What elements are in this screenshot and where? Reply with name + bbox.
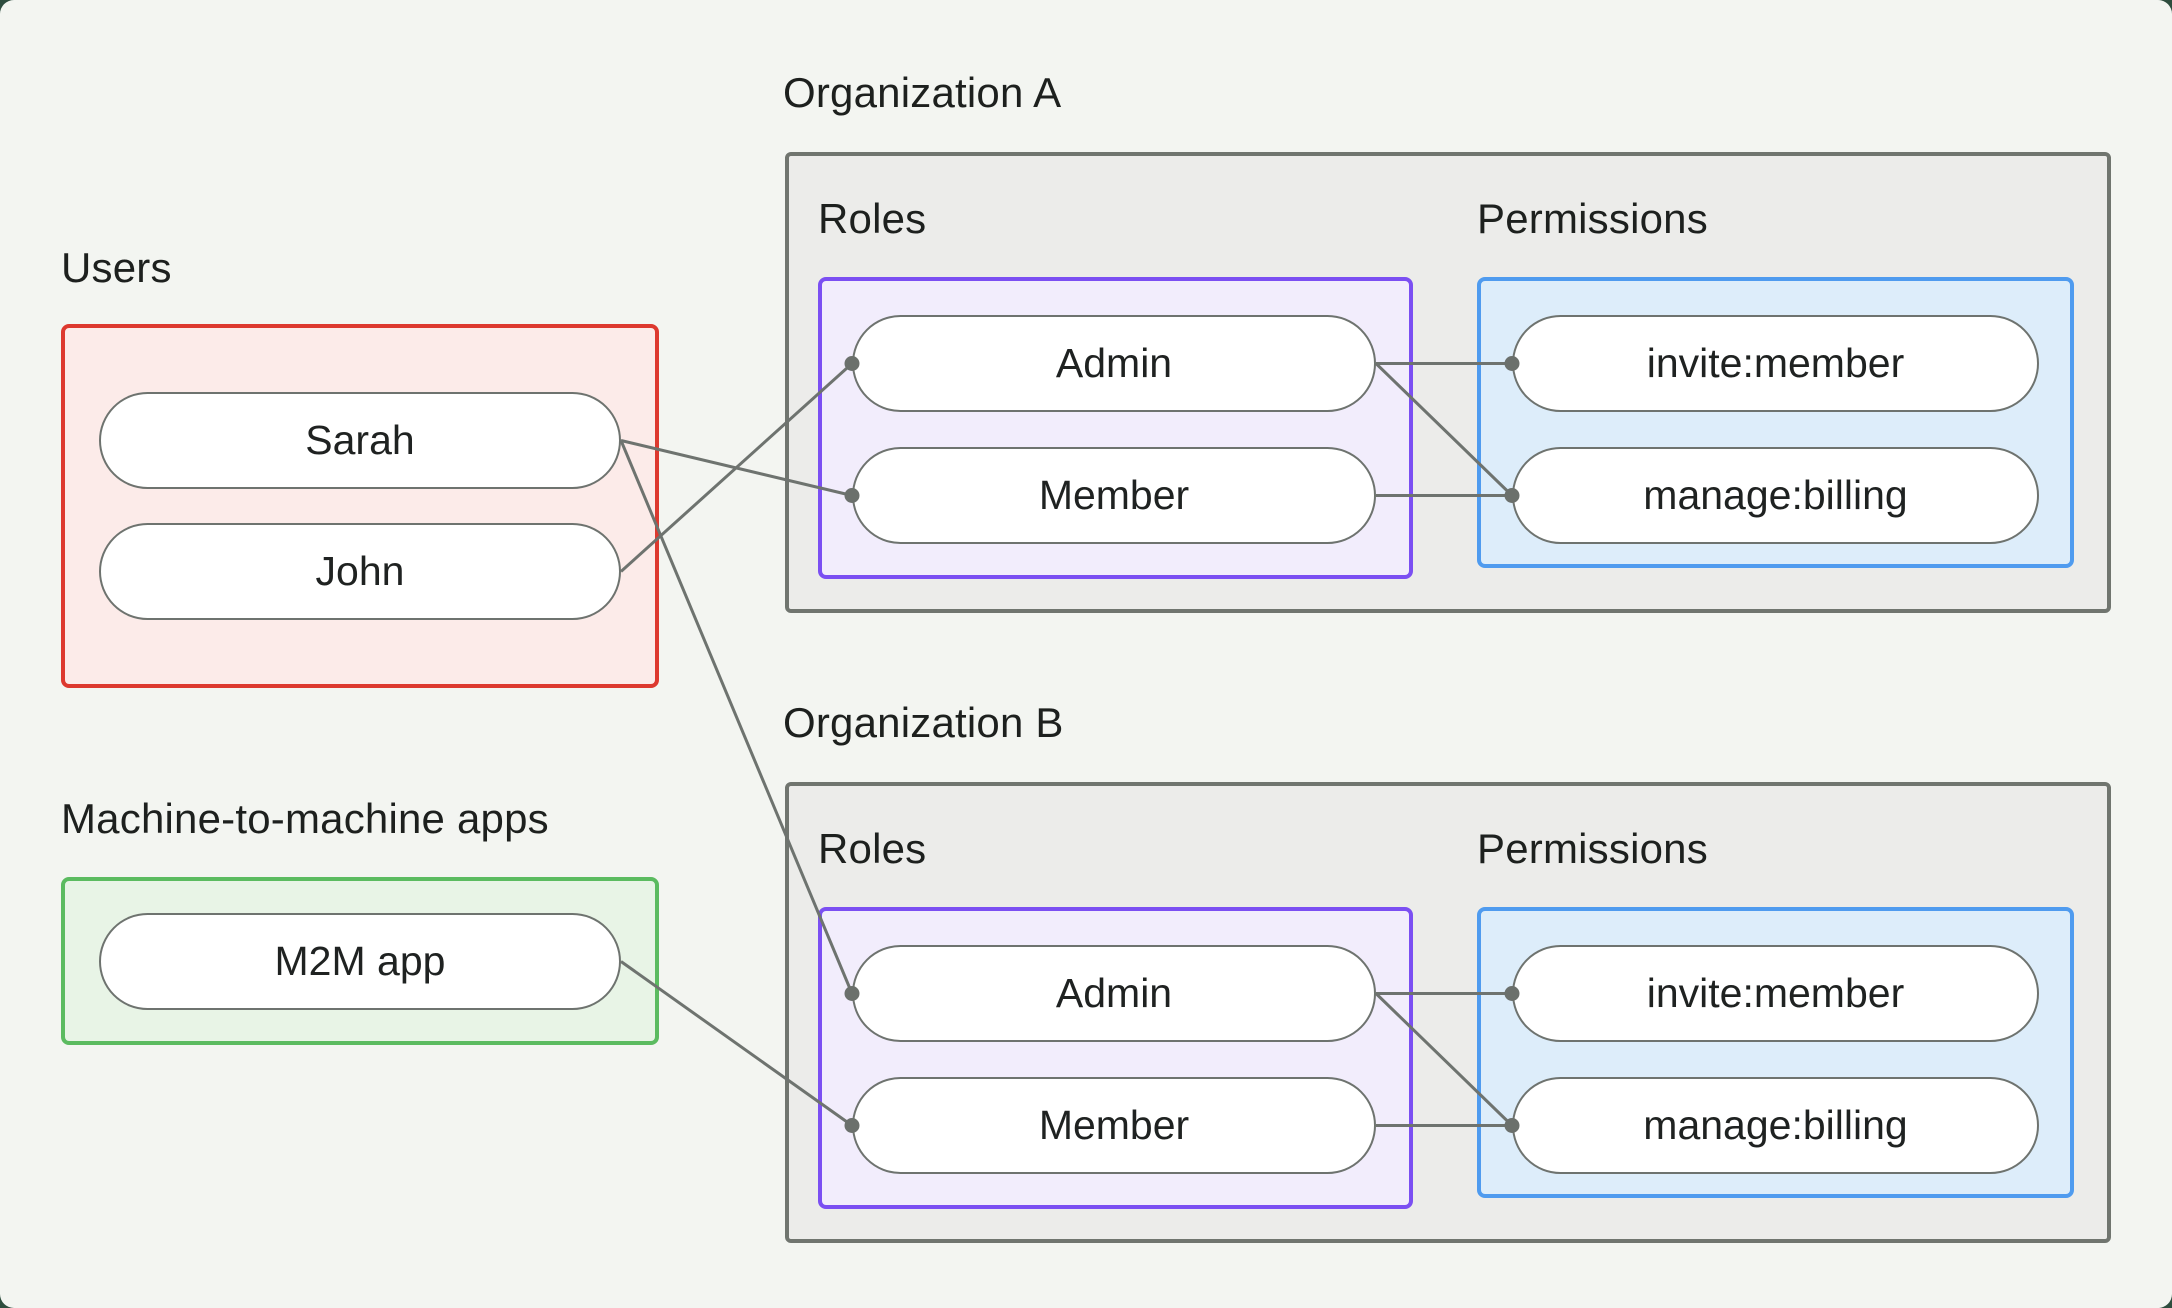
org-a-role-member: Member xyxy=(852,447,1376,544)
org-b-title: Organization B xyxy=(783,699,1064,746)
users-group-label: Users xyxy=(61,244,172,291)
org-a-permission-manage-billing: manage:billing xyxy=(1512,447,2039,544)
user-node-john: John xyxy=(99,523,621,620)
org-b-role-admin: Admin xyxy=(852,945,1376,1042)
org-b-permissions-label: Permissions xyxy=(1477,825,1708,872)
org-a-role-admin: Admin xyxy=(852,315,1376,412)
org-a-permissions-label: Permissions xyxy=(1477,195,1708,242)
user-node-sarah: Sarah xyxy=(99,392,621,489)
org-b-permission-manage-billing: manage:billing xyxy=(1512,1077,2039,1174)
m2m-app-node: M2M app xyxy=(99,913,621,1010)
org-a-title: Organization A xyxy=(783,69,1062,116)
org-b-role-member: Member xyxy=(852,1077,1376,1174)
org-a-permission-invite-member: invite:member xyxy=(1512,315,2039,412)
m2m-group-label: Machine-to-machine apps xyxy=(61,795,549,842)
org-b-permission-invite-member: invite:member xyxy=(1512,945,2039,1042)
users-group-box xyxy=(61,324,659,688)
org-a-roles-label: Roles xyxy=(818,195,927,242)
org-b-roles-label: Roles xyxy=(818,825,927,872)
